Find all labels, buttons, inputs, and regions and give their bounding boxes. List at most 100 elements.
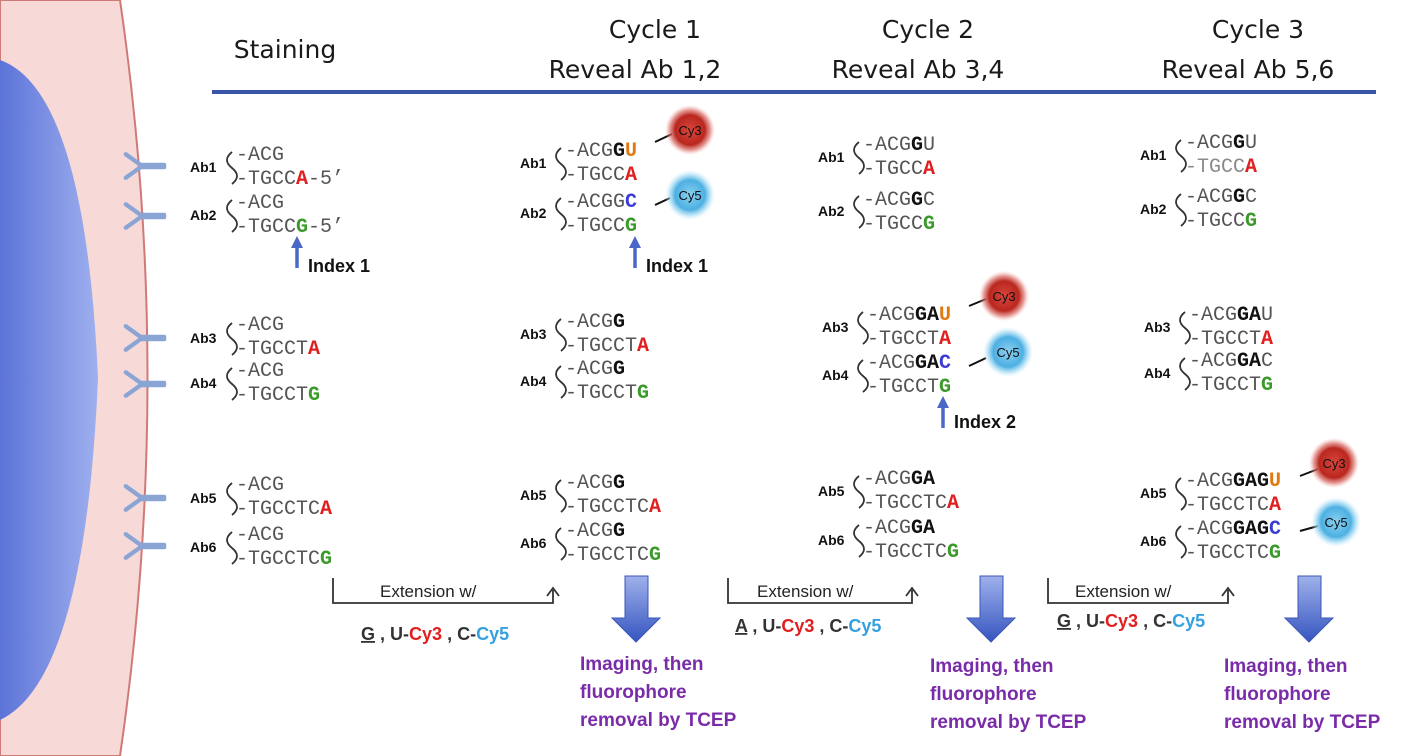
ab5-bottom-strand: -TGCCTCA xyxy=(236,498,332,521)
ab3-top-strand: -ACGG xyxy=(565,311,625,334)
extension-step-2: Extension w/ A , U-Cy3 , C-Cy5 xyxy=(727,578,919,636)
ab6-label: Ab6 xyxy=(1140,533,1167,549)
ab5-top-strand: -ACGGA xyxy=(863,468,935,491)
ab3-label: Ab3 xyxy=(190,330,217,346)
cell xyxy=(0,0,149,756)
ab1-top-strand: -ACGGU xyxy=(1185,132,1257,155)
ab1-bottom-strand: -TGCCA xyxy=(1185,156,1257,179)
cy3-label: Cy3 xyxy=(678,123,701,138)
cy3-fluorophore-icon xyxy=(1309,438,1359,488)
cycle3-column: Ab1 -ACGGU -TGCCA Ab2 -ACGGC -TGCCG Ab3 … xyxy=(1140,132,1361,565)
ab4-top-strand: -ACGG xyxy=(565,358,625,381)
imaging-line-3: removal by TCEP xyxy=(580,710,737,731)
imaging-line-2: fluorophore xyxy=(1224,684,1331,705)
ab6-bottom-strand: -TGCCTCG xyxy=(236,548,332,571)
ab4-top-strand: -ACG xyxy=(236,360,284,383)
ab6-top-strand: -ACG xyxy=(236,524,284,547)
ab5-top-strand: -ACGG xyxy=(565,472,625,495)
header-cycle3-title: Cycle 3 xyxy=(1212,15,1304,44)
ab5-label: Ab5 xyxy=(818,483,845,499)
ab1-bottom-strand: -TGCCA-5’ xyxy=(236,168,344,191)
ab4-top-strand: -ACGGAC xyxy=(1189,350,1273,373)
arrow-down-icon xyxy=(965,575,1017,643)
ab3-top-strand: -ACG xyxy=(236,314,284,337)
ab6-label: Ab6 xyxy=(818,532,845,548)
ab1-bottom-strand: -TGCCA xyxy=(863,158,935,181)
ab6-label: Ab6 xyxy=(190,539,217,555)
ab3-label: Ab3 xyxy=(822,319,849,335)
arrow-up-icon xyxy=(629,236,641,248)
extension-reagents: G , U-Cy3 , C-Cy5 xyxy=(361,624,509,644)
ab2-bottom-strand: -TGCCG xyxy=(863,213,935,236)
index-label: Index 1 xyxy=(308,256,370,276)
ab1-label: Ab1 xyxy=(190,159,217,175)
extension-step-1: Extension w/ G , U-Cy3 , C-Cy5 xyxy=(332,578,560,644)
ab5-bottom-strand: -TGCCTCA xyxy=(565,496,661,519)
arrow-up-icon xyxy=(937,396,949,408)
ab5-bottom-strand: -TGCCTCA xyxy=(1185,494,1281,517)
ab2-bottom-strand: -TGCCG xyxy=(1185,210,1257,233)
ab2-bottom-strand: -TGCCG xyxy=(565,215,637,238)
cy5-label: Cy5 xyxy=(996,345,1019,360)
header-cycle3-subtitle: Reveal Ab 5,6 xyxy=(1162,55,1335,84)
imaging-step-2: Imaging, then fluorophore removal by TCE… xyxy=(930,575,1087,733)
ab5-label: Ab5 xyxy=(190,490,217,506)
ab4-bottom-strand: -TGCCTG xyxy=(1189,374,1273,397)
cy3-fluorophore-icon xyxy=(665,105,715,155)
cy5-fluorophore-icon xyxy=(983,327,1033,377)
ab1-top-strand: -ACGGU xyxy=(565,140,637,163)
cycle2-column: Ab1 -ACGGU -TGCCA Ab2 -ACGGC -TGCCG Ab3 … xyxy=(818,134,1033,564)
ab4-label: Ab4 xyxy=(520,373,547,389)
arrow-down-icon xyxy=(610,575,662,643)
cy3-label: Cy3 xyxy=(1322,456,1345,471)
imaging-step-1: Imaging, then fluorophore removal by TCE… xyxy=(580,575,737,731)
ab3-bottom-strand: -TGCCTA xyxy=(236,338,320,361)
ab6-top-strand: -ACGG xyxy=(565,520,625,543)
ab2-label: Ab2 xyxy=(190,207,217,223)
ab2-top-strand: -ACGGC xyxy=(863,189,935,212)
ab4-label: Ab4 xyxy=(1144,365,1171,381)
ab5-top-strand: -ACGGAGU xyxy=(1185,470,1281,493)
ab3-bottom-strand: -TGCCTA xyxy=(867,328,951,351)
imaging-line-2: fluorophore xyxy=(930,684,1037,705)
index-label: Index 1 xyxy=(646,256,708,276)
ab4-label: Ab4 xyxy=(190,375,217,391)
ab5-top-strand: -ACG xyxy=(236,474,284,497)
ab5-label: Ab5 xyxy=(520,487,547,503)
header-cycle1-subtitle: Reveal Ab 1,2 xyxy=(549,55,722,84)
ab4-bottom-strand: -TGCCTG xyxy=(236,384,320,407)
ab4-bottom-strand: -TGCCTG xyxy=(867,376,951,399)
ab2-label: Ab2 xyxy=(520,205,547,221)
extension-label: Extension w/ xyxy=(757,582,854,601)
imaging-step-3: Imaging, then fluorophore removal by TCE… xyxy=(1224,575,1381,733)
ab1-label: Ab1 xyxy=(818,149,845,165)
ab3-bottom-strand: -TGCCTA xyxy=(1189,328,1273,351)
ab3-top-strand: -ACGGAU xyxy=(867,304,951,327)
ab6-bottom-strand: -TGCCTCG xyxy=(863,541,959,564)
extension-label: Extension w/ xyxy=(380,582,477,601)
ab2-top-strand: -ACG xyxy=(236,192,284,215)
header-cycle2-subtitle: Reveal Ab 3,4 xyxy=(832,55,1005,84)
ab5-bottom-strand: -TGCCTCA xyxy=(863,492,959,515)
ab6-top-strand: -ACGGA xyxy=(863,517,935,540)
extension-reagents: A , U-Cy3 , C-Cy5 xyxy=(735,616,881,636)
header-cycle1-title: Cycle 1 xyxy=(609,15,701,44)
cy5-label: Cy5 xyxy=(1324,515,1347,530)
ab3-bottom-strand: -TGCCTA xyxy=(565,335,649,358)
ab2-label: Ab2 xyxy=(1140,201,1167,217)
ab3-label: Ab3 xyxy=(1144,319,1171,335)
cy5-label: Cy5 xyxy=(678,188,701,203)
ab2-bottom-strand: -TGCCG-5’ xyxy=(236,216,344,239)
ab2-label: Ab2 xyxy=(818,203,845,219)
ab2-top-strand: -ACGGC xyxy=(565,191,637,214)
ab6-top-strand: -ACGGAGC xyxy=(1185,518,1281,541)
imaging-line-1: Imaging, then xyxy=(580,654,704,675)
staining-column: Ab1 -ACG -TGCCA-5’ Ab2 -ACG -TGCCG-5’ In… xyxy=(190,144,370,571)
imaging-line-1: Imaging, then xyxy=(930,656,1054,677)
imaging-line-3: removal by TCEP xyxy=(1224,712,1381,733)
ab1-top-strand: -ACG xyxy=(236,144,284,167)
cycle1-column: Ab1 -ACGGU -TGCCA Cy3 Ab2 -ACGGC -TGCCG … xyxy=(520,105,715,567)
cy5-fluorophore-icon xyxy=(665,170,715,220)
